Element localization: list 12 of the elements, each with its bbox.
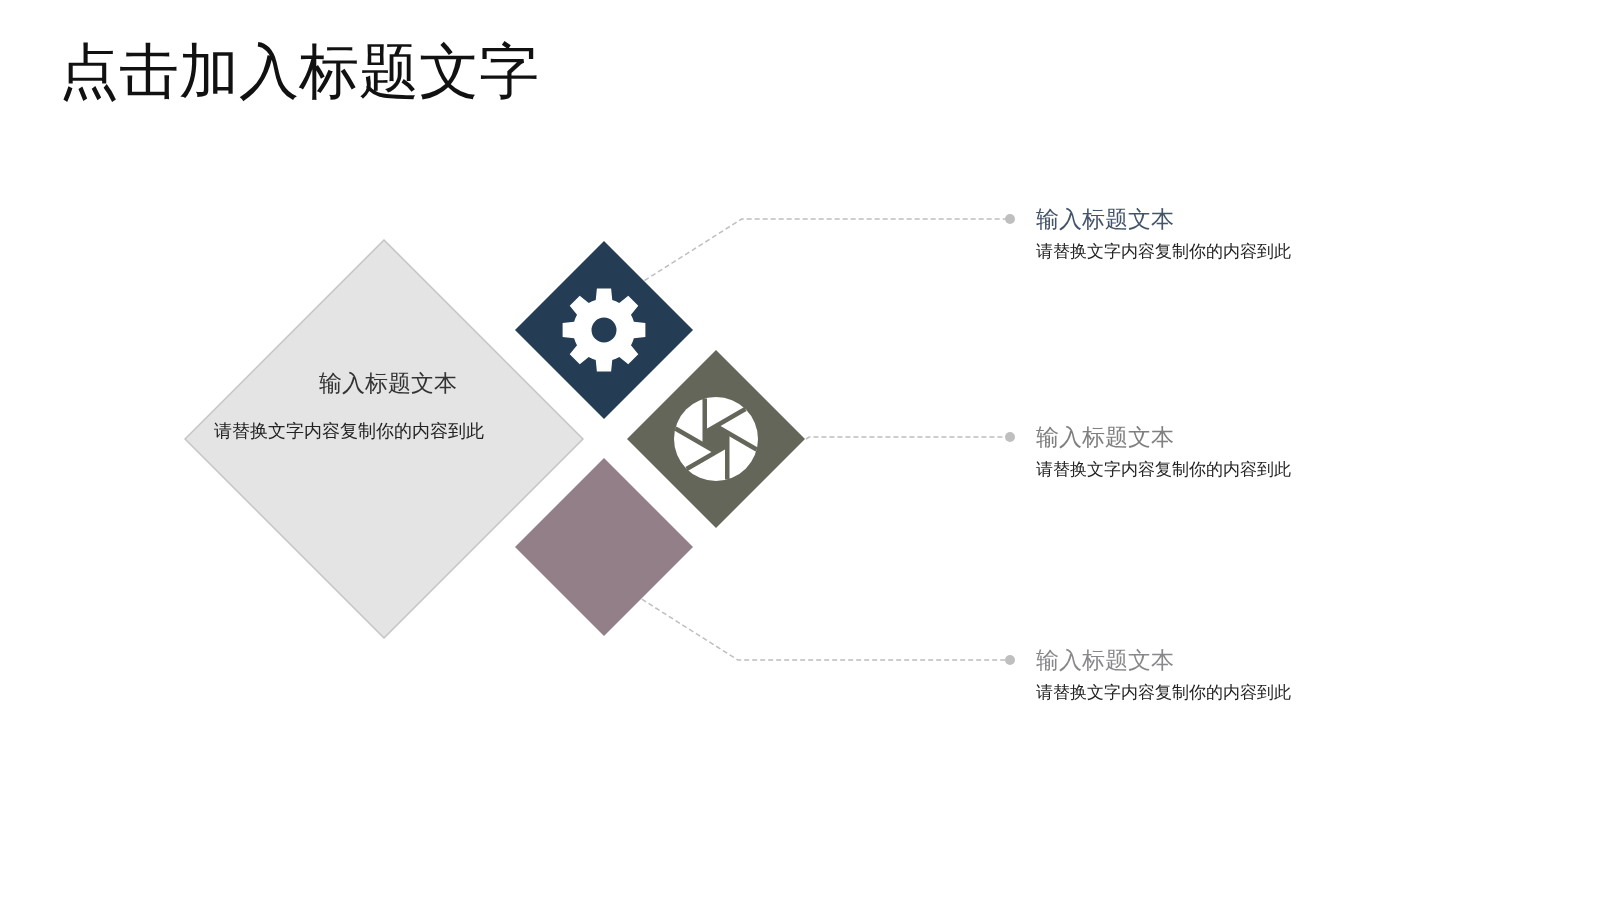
- body-text: 请替换文字内容复制你的内容到此: [1036, 240, 1291, 263]
- leader-line: [805, 432, 1015, 442]
- heading: 输入标题文本: [1036, 646, 1174, 675]
- leader-line: [641, 598, 1015, 665]
- slide-title: 点击加入标题文字: [59, 35, 539, 107]
- heading: 输入标题文本: [1036, 205, 1174, 234]
- body-text: 请替换文字内容复制你的内容到此: [1036, 681, 1291, 704]
- heading: 输入标题文本: [1036, 423, 1174, 452]
- heading: 输入标题文本: [319, 369, 457, 398]
- body-text: 请替换文字内容复制你的内容到此: [1036, 458, 1291, 481]
- leader-line: [643, 214, 1015, 282]
- body-text: 请替换文字内容复制你的内容到此: [214, 419, 484, 443]
